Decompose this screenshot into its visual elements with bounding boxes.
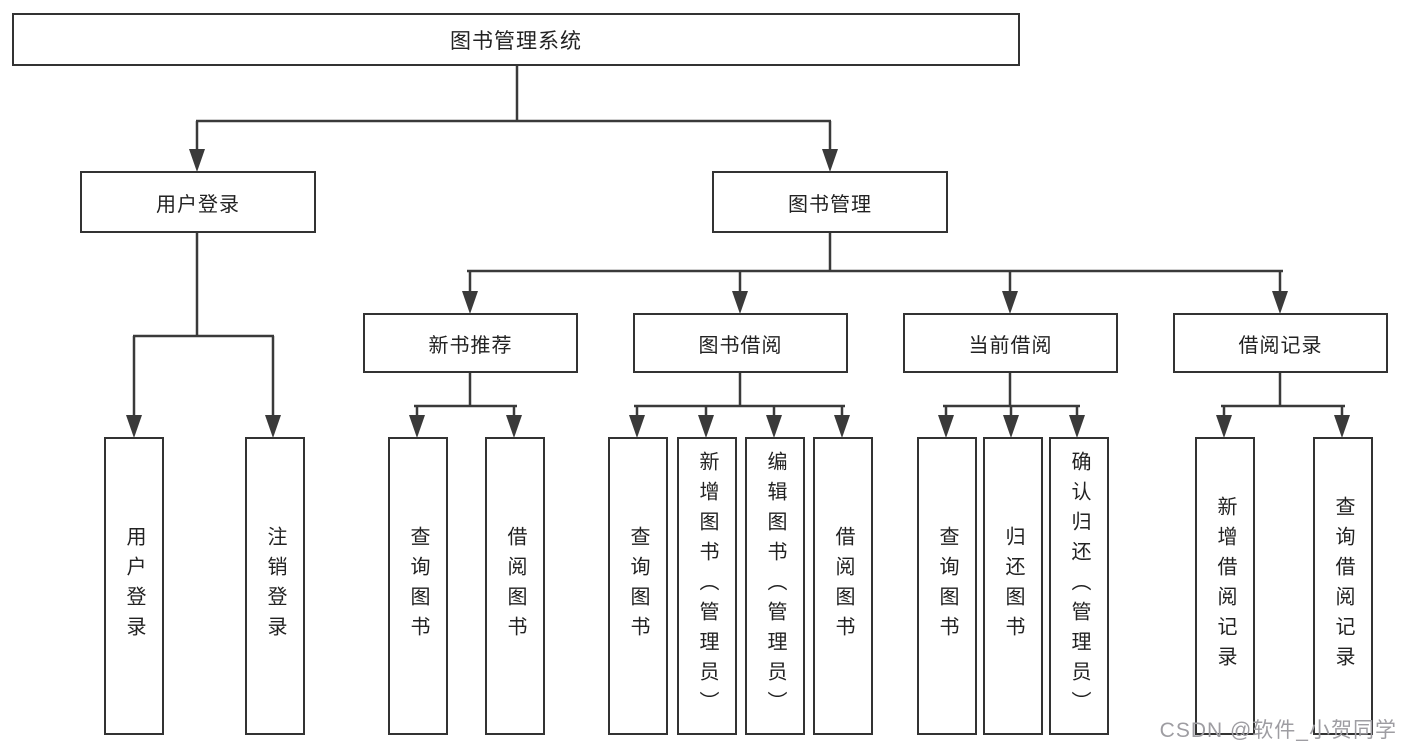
leaf-confirm-return-admin: 确认归还（管理员） — [1049, 437, 1109, 735]
node-new-book-recommend: 新书推荐 — [363, 313, 578, 373]
node-current-borrowing: 当前借阅 — [903, 313, 1118, 373]
leaf-query-books-current: 查询图书 — [917, 437, 977, 735]
leaf-add-books-admin: 新增图书（管理员） — [677, 437, 737, 735]
leaf-return-books: 归还图书 — [983, 437, 1043, 735]
leaf-borrow-books: 借阅图书 — [813, 437, 873, 735]
leaf-logout: 注销登录 — [245, 437, 305, 735]
leaf-edit-books-admin: 编辑图书（管理员） — [745, 437, 805, 735]
leaf-add-borrow-record: 新增借阅记录 — [1195, 437, 1255, 735]
leaf-query-borrow-record: 查询借阅记录 — [1313, 437, 1373, 735]
leaf-borrow-books-recommend: 借阅图书 — [485, 437, 545, 735]
leaf-query-books-recommend: 查询图书 — [388, 437, 448, 735]
node-book-borrowing: 图书借阅 — [633, 313, 848, 373]
node-library-management-system: 图书管理系统 — [12, 13, 1020, 66]
node-book-management-branch: 图书管理 — [712, 171, 948, 233]
node-user-login-branch: 用户登录 — [80, 171, 316, 233]
csdn-watermark: CSDN @软件_小贺同学 — [1159, 719, 1397, 742]
node-borrowing-records: 借阅记录 — [1173, 313, 1388, 373]
leaf-user-login: 用户登录 — [104, 437, 164, 735]
leaf-query-books-borrow: 查询图书 — [608, 437, 668, 735]
